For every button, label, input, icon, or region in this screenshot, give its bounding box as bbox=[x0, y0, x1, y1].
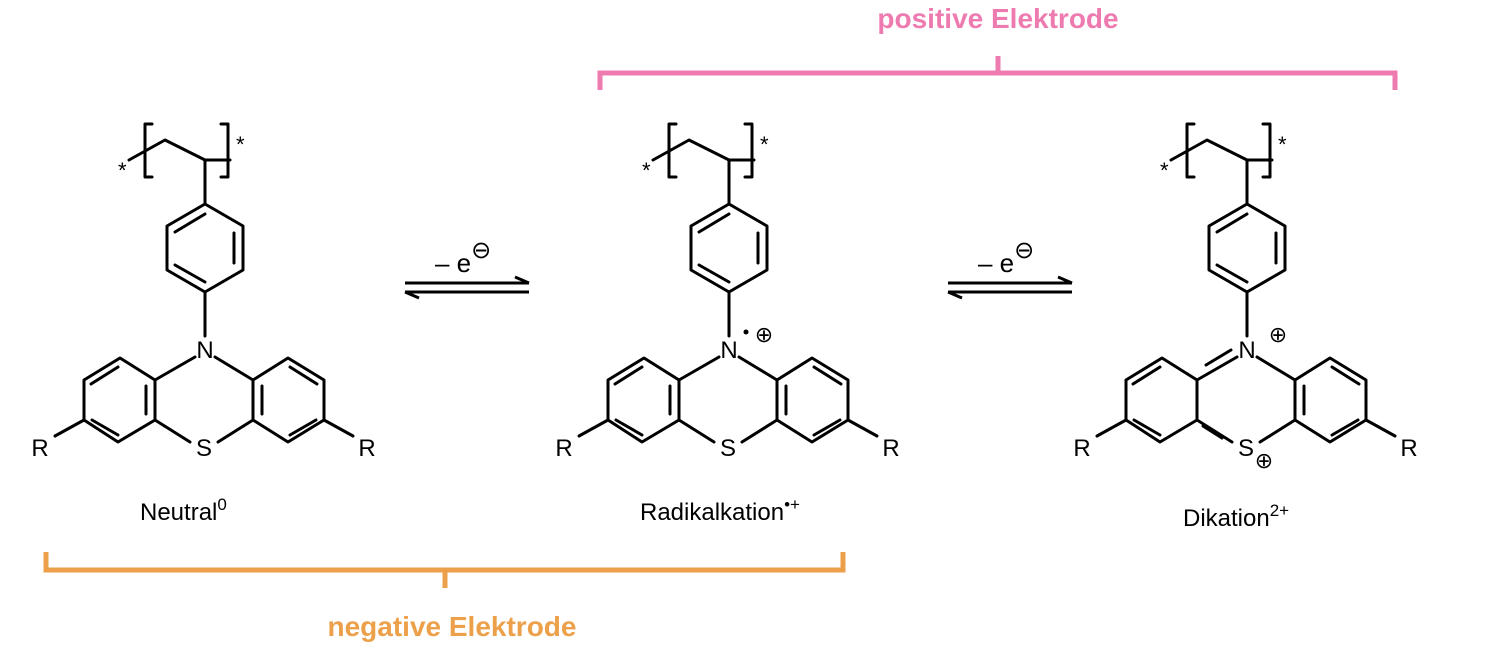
left-ring-double-bonds bbox=[1131, 365, 1162, 437]
arrow-label-sup: ⊖ bbox=[1014, 237, 1034, 264]
phenyl-double-bonds bbox=[173, 212, 236, 284]
right-ring bbox=[1293, 356, 1368, 444]
negative-electrode-bracket bbox=[43, 552, 846, 588]
arrow-label: – e⊖ bbox=[435, 237, 491, 278]
left-ring bbox=[82, 356, 157, 444]
atom-nitrogen: N bbox=[196, 337, 213, 364]
molecule-name: Radikalkation bbox=[640, 499, 784, 526]
central-ring-double-bonds bbox=[1201, 348, 1233, 440]
plus-charge-nitrogen: ⊕ bbox=[1269, 322, 1287, 347]
end-group-left: * bbox=[118, 158, 127, 183]
r-bonds bbox=[1095, 418, 1397, 438]
bracket-right bbox=[1261, 122, 1272, 179]
substituent-right: R bbox=[1400, 435, 1417, 462]
right-ring-double-bonds bbox=[1302, 365, 1361, 437]
r-bonds bbox=[53, 418, 355, 438]
substituent-right: R bbox=[882, 435, 899, 462]
left-ring bbox=[1124, 356, 1199, 444]
right-ring bbox=[251, 356, 326, 444]
phenyl-double-bonds bbox=[1215, 212, 1278, 284]
phenyl-double-bonds bbox=[697, 212, 760, 284]
atom-sulfur: S bbox=[196, 435, 212, 462]
equilibrium-arrow-2: – e⊖ bbox=[947, 237, 1073, 300]
polymer-backbone bbox=[1169, 138, 1249, 162]
bracket-left bbox=[143, 122, 154, 179]
phenyl-ring bbox=[689, 202, 769, 294]
molecule-charge: 0 bbox=[217, 495, 226, 514]
central-ring bbox=[677, 355, 779, 444]
end-group-left: * bbox=[1160, 158, 1169, 183]
bracket-left bbox=[1185, 122, 1196, 179]
positive-electrode-label: positive Elektrode bbox=[877, 3, 1118, 34]
substituent-right: R bbox=[358, 435, 375, 462]
polymer-backbone bbox=[651, 138, 731, 162]
substituent-left: R bbox=[555, 435, 572, 462]
positive-electrode-bracket bbox=[597, 56, 1398, 90]
name-dication: Dikation2+ bbox=[1183, 501, 1289, 532]
negative-electrode-label: negative Elektrode bbox=[328, 611, 577, 642]
end-group-left: * bbox=[642, 158, 651, 183]
atom-sulfur: S bbox=[720, 435, 736, 462]
molecule-name: Dikation bbox=[1183, 505, 1270, 532]
reverse-arrow bbox=[404, 290, 529, 300]
left-ring-double-bonds bbox=[89, 365, 148, 437]
left-ring bbox=[606, 356, 681, 444]
substituent-left: R bbox=[1073, 435, 1090, 462]
phenyl-ring bbox=[1207, 202, 1287, 294]
molecule-dication: * * N ⊕ S ⊕ R R Dikation2+ bbox=[1073, 122, 1418, 532]
right-ring-double-bonds bbox=[260, 365, 319, 437]
forward-arrow bbox=[948, 275, 1073, 285]
name-neutral: Neutral0 bbox=[140, 495, 227, 526]
phenyl-ring bbox=[165, 202, 245, 294]
bracket-right bbox=[743, 122, 754, 179]
central-ring bbox=[1195, 355, 1297, 444]
arrow-label-main: – e bbox=[978, 248, 1014, 278]
bracket-left bbox=[667, 122, 678, 179]
negative-electrode-group: negative Elektrode bbox=[43, 552, 846, 642]
substituent-left: R bbox=[31, 435, 48, 462]
left-ring-double-bonds bbox=[613, 365, 672, 437]
plus-charge: ⊕ bbox=[755, 322, 773, 347]
plus-charge-sulfur: ⊕ bbox=[1255, 448, 1273, 473]
polymer-backbone bbox=[127, 138, 207, 162]
right-ring bbox=[775, 356, 850, 444]
name-radical-cation: Radikalkation•+ bbox=[640, 495, 800, 526]
central-ring bbox=[153, 355, 255, 444]
radical-dot bbox=[743, 329, 749, 335]
end-group-right: * bbox=[1278, 132, 1287, 157]
arrow-label-sup: ⊖ bbox=[471, 237, 491, 264]
positive-electrode-group: positive Elektrode bbox=[597, 3, 1398, 90]
bracket-right bbox=[219, 122, 230, 179]
atom-nitrogen: N bbox=[720, 337, 737, 364]
atom-nitrogen: N bbox=[1238, 337, 1255, 364]
atom-sulfur: S bbox=[1238, 435, 1254, 462]
molecule-name: Neutral bbox=[140, 499, 217, 526]
molecule-radical-cation: * * N ⊕ S R R Radikalkation•+ bbox=[555, 122, 900, 526]
r-bonds bbox=[577, 418, 879, 438]
reverse-arrow bbox=[947, 290, 1072, 300]
forward-arrow bbox=[405, 275, 530, 285]
right-ring-double-bonds bbox=[784, 365, 843, 437]
end-group-right: * bbox=[760, 132, 769, 157]
equilibrium-arrow-1: – e⊖ bbox=[404, 237, 530, 300]
molecule-charge: •+ bbox=[784, 495, 800, 514]
arrow-label: – e⊖ bbox=[978, 237, 1034, 278]
molecule-neutral: * * N S R R Neutral0 bbox=[31, 122, 376, 526]
end-group-right: * bbox=[236, 132, 245, 157]
arrow-label-main: – e bbox=[435, 248, 471, 278]
molecule-charge: 2+ bbox=[1270, 501, 1289, 520]
